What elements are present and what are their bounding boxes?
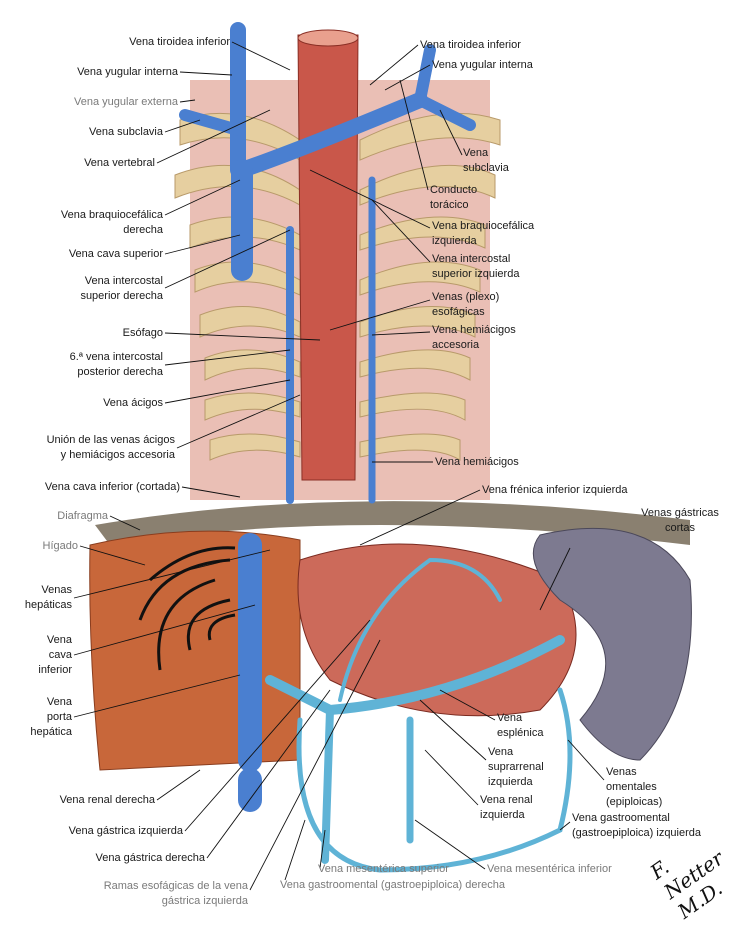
label-vena-subclavia-izquierda: Vena subclavia [463, 147, 509, 174]
label-vena-cava-inferior-cortada: Vena cava inferior (cortada) [44, 481, 180, 493]
label-vena-frenica-inferior-izquierda: Vena frénica inferior izquierda [482, 484, 628, 496]
leader-lines [73, 41, 605, 891]
label-6a-vena-intercostal: 6.ª vena intercostal posterior derecha [69, 351, 163, 378]
label-union-acigos-hemiacigos: Unión de las venas ácigos y hemiácigos a… [46, 434, 175, 461]
label-vena-acigos: Vena ácigos [103, 397, 163, 409]
label-vena-hemiacigos-accesoria: Vena hemiácigos accesoria [432, 324, 516, 351]
label-vena-suprarrenal-izquierda: Vena suprarrenal izquierda [488, 746, 544, 788]
label-vena-vertebral: Vena vertebral [84, 157, 155, 169]
label-vena-intercostal-superior-izquierda: Vena intercostal superior izquierda [432, 253, 520, 280]
label-vena-tiroidea-inferior-izquierda: Vena tiroidea inferior [420, 39, 521, 51]
label-diafragma: Diafragma [57, 510, 108, 522]
label-venas-omentales: Venas omentales (epiploicas) [606, 766, 663, 808]
systemic-veins [179, 22, 476, 812]
stomach [297, 543, 577, 717]
label-vena-cava-inferior: Vena cava inferior [38, 634, 72, 676]
esophagus [297, 34, 359, 481]
label-vena-gastrica-derecha: Vena gástrica derecha [95, 852, 205, 864]
label-venas-hepaticas: Venas hepáticas [24, 584, 72, 611]
label-vena-porta-hepatica: Vena porta hepática [30, 696, 72, 738]
diaphragm [95, 501, 690, 545]
label-vena-mesenterica-superior: Vena mesentérica superior [318, 863, 449, 875]
label-venas-plexo-esofagicas: Venas (plexo) esofágicas [432, 291, 500, 318]
spleen [532, 527, 692, 761]
label-vena-braquiocefalica-izquierda: Vena braquiocefálica izquierda [432, 220, 535, 247]
label-conducto-toracico: Conducto torácico [430, 184, 478, 211]
label-higado: Hígado [42, 540, 78, 552]
label-vena-hemiacigos: Vena hemiácigos [435, 456, 519, 468]
label-vena-yugular-externa: Vena yugular externa [74, 96, 178, 108]
label-vena-cava-superior: Vena cava superior [68, 248, 163, 260]
label-vena-gastrica-izquierda: Vena gástrica izquierda [68, 825, 183, 837]
label-vena-braquiocefalica-derecha: Vena braquiocefálica derecha [60, 209, 163, 236]
portal-veins [265, 557, 573, 873]
label-ramas-esofagicas: Ramas esofágicas de la vena gástrica izq… [103, 880, 248, 907]
label-vena-yugular-interna-derecha: Vena yugular interna [77, 66, 178, 78]
label-vena-gastroomental-izquierda: Vena gastroomental (gastroepiploica) izq… [572, 812, 702, 839]
label-vena-subclavia-derecha: Vena subclavia [89, 126, 163, 138]
label-vena-esplenica: Vena esplénica [497, 712, 544, 739]
label-vena-gastroomental-derecha: Vena gastroomental (gastroepiploica) der… [280, 879, 506, 891]
label-vena-renal-izquierda: Vena renal izquierda [480, 794, 533, 821]
label-venas-gastricas-cortas: Venas gástricas cortas [641, 507, 719, 534]
label-vena-tiroidea-inferior-derecha: Vena tiroidea inferior [129, 36, 230, 48]
label-esofago: Esófago [122, 327, 163, 339]
label-vena-intercostal-superior-derecha: Vena intercostal superior derecha [80, 275, 163, 302]
label-vena-renal-derecha: Vena renal derecha [59, 794, 155, 806]
label-vena-mesenterica-inferior: Vena mesentérica inferior [487, 863, 612, 875]
label-vena-yugular-interna-izquierda: Vena yugular interna [432, 59, 533, 71]
